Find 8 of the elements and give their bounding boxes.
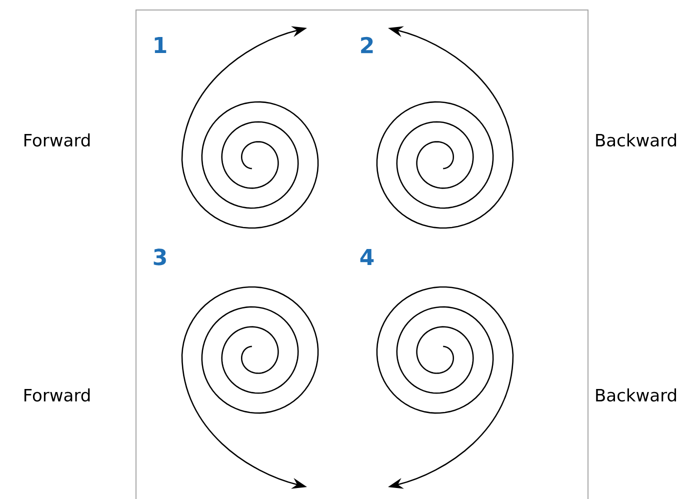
direction-label: Forward (24, 133, 90, 147)
direction-label: Forward (24, 388, 90, 402)
panel-number: 1 (154, 36, 166, 54)
direction-label: Backward (596, 133, 676, 147)
panel-number: 4 (360, 248, 374, 266)
panel-number: 2 (361, 36, 373, 54)
panel-number: 3 (154, 248, 166, 266)
direction-label: Backward (596, 388, 676, 402)
